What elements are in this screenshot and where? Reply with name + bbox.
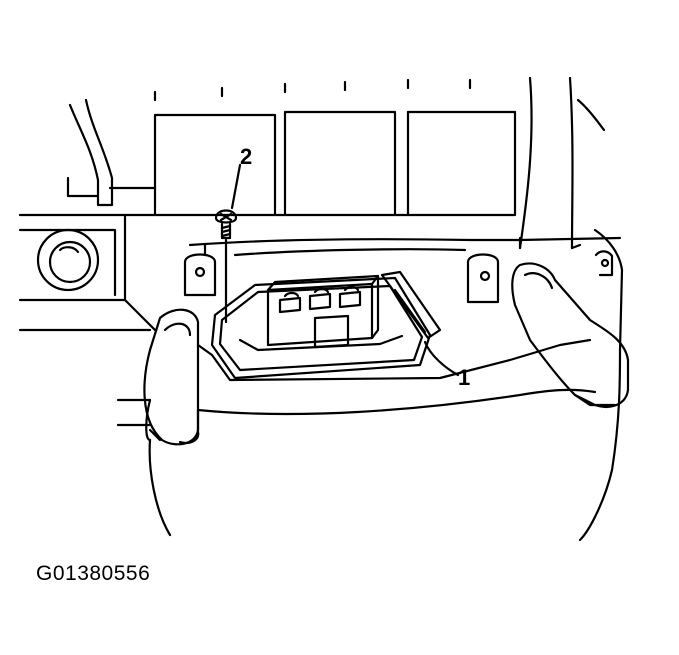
leader-line-1 [425,342,458,375]
figure-id: G01380556 [36,562,151,585]
left-frame [20,100,155,330]
mounting-tab-right [468,251,612,302]
guide-rail [382,272,440,338]
leader-line-2 [232,165,240,208]
callout-resistor: 1 [458,365,471,390]
mounting-tab-left [185,245,215,295]
vent-grille [110,78,604,248]
glove-box-body [118,340,612,540]
right-hinge-handle [512,263,628,406]
mounting-screw [216,211,236,323]
left-hinge-handle [144,310,198,445]
callout-screw: 2 [240,144,253,169]
round-bolt [38,230,98,290]
blower-resistor [268,276,378,347]
housing-rim [190,230,622,470]
